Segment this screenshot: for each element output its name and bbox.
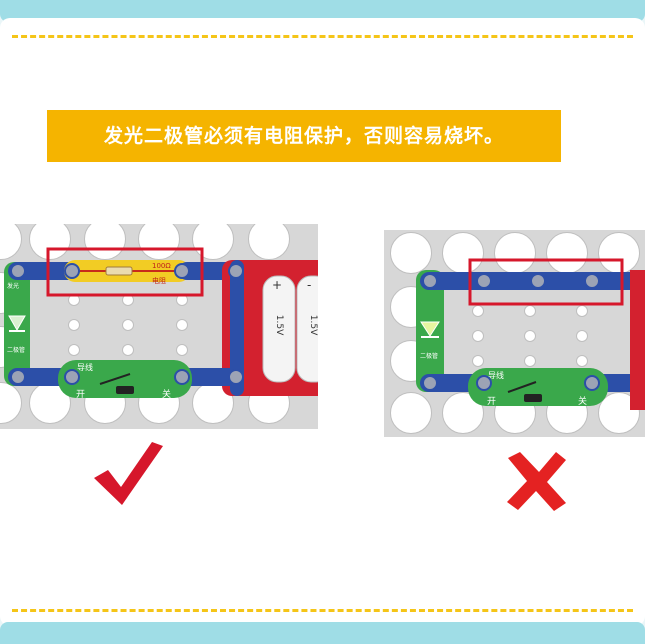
battery-holder-edge	[630, 270, 645, 410]
snap-connector	[228, 369, 244, 385]
switch-top-label: 导线	[488, 371, 504, 380]
correct-circuit-panel: 发光 二极管 100Ω	[0, 224, 318, 429]
snap-connector	[530, 273, 546, 289]
switch-label-close: 关	[162, 390, 172, 400]
board-hole	[138, 224, 180, 260]
snap-connector	[584, 375, 600, 391]
snap-connector	[228, 263, 244, 279]
snap-connector	[476, 375, 492, 391]
circuit-drawing: 发光 二极管 100Ω	[4, 247, 318, 398]
circuit-drawing: 二极管	[416, 258, 645, 410]
title-banner: 发光二极管必须有电阻保护，否则容易烧坏。	[47, 110, 561, 162]
snap-connector	[64, 263, 80, 279]
small-hole	[472, 330, 484, 342]
small-hole	[576, 355, 588, 367]
switch-label-open: 开	[76, 390, 86, 400]
top-border	[0, 0, 645, 22]
resistor-value-mark: 100Ω	[152, 262, 171, 270]
small-hole	[176, 344, 188, 356]
board-hole	[390, 392, 432, 434]
board-hole	[598, 232, 640, 274]
switch-label-close: 关	[578, 397, 588, 407]
led-icon	[420, 321, 440, 337]
resistor-label: 电阻	[152, 277, 166, 285]
switch-module	[58, 360, 192, 398]
board-hole	[546, 232, 588, 274]
small-hole	[122, 319, 134, 331]
snap-connector	[476, 273, 492, 289]
snap-connector	[422, 375, 438, 391]
resistor-highlight-box	[46, 247, 204, 297]
resistor-icon	[105, 266, 133, 276]
top-wire-left	[8, 262, 78, 280]
board-hole	[248, 224, 290, 260]
led-text-1: 发光	[7, 282, 19, 290]
battery-1-voltage: 1.5V	[274, 314, 285, 336]
snap-connector	[10, 369, 26, 385]
small-hole	[122, 344, 134, 356]
top-dashed-line	[12, 35, 633, 38]
board-hole	[390, 232, 432, 274]
battery-2-minus: -	[307, 278, 312, 292]
battery-connector	[230, 260, 244, 396]
board-hole	[192, 224, 234, 260]
bottom-border	[0, 622, 645, 644]
switch-toggle	[524, 394, 542, 402]
board-hole	[84, 224, 126, 260]
snap-connector	[584, 273, 600, 289]
switch-top-label: 导线	[77, 363, 93, 372]
board-hole	[29, 224, 71, 260]
snap-connector	[174, 369, 190, 385]
board-hole	[494, 232, 536, 274]
snap-connector	[10, 263, 26, 279]
small-hole	[576, 330, 588, 342]
switch-toggle	[116, 386, 134, 394]
bottom-dashed-line	[12, 609, 633, 612]
small-hole	[68, 344, 80, 356]
led-icon	[8, 315, 26, 332]
battery-2	[296, 275, 318, 383]
led-text-2: 二极管	[7, 346, 25, 354]
small-hole	[524, 355, 536, 367]
small-hole	[472, 355, 484, 367]
snap-connector	[64, 369, 80, 385]
snap-connector	[174, 263, 190, 279]
missing-resistor-highlight-box	[468, 258, 624, 306]
switch-module	[468, 368, 608, 406]
snap-connector	[422, 273, 438, 289]
battery-2-voltage: 1.5V	[308, 314, 318, 336]
small-hole	[524, 330, 536, 342]
board-hole	[442, 232, 484, 274]
switch-label-open: 开	[487, 397, 497, 407]
small-hole	[68, 319, 80, 331]
incorrect-circuit-panel: 二极管 导线 开 关	[384, 230, 645, 437]
small-hole	[176, 319, 188, 331]
battery-1-plus: +	[272, 278, 283, 292]
battery-1	[262, 275, 296, 383]
led-text: 二极管	[420, 352, 438, 360]
